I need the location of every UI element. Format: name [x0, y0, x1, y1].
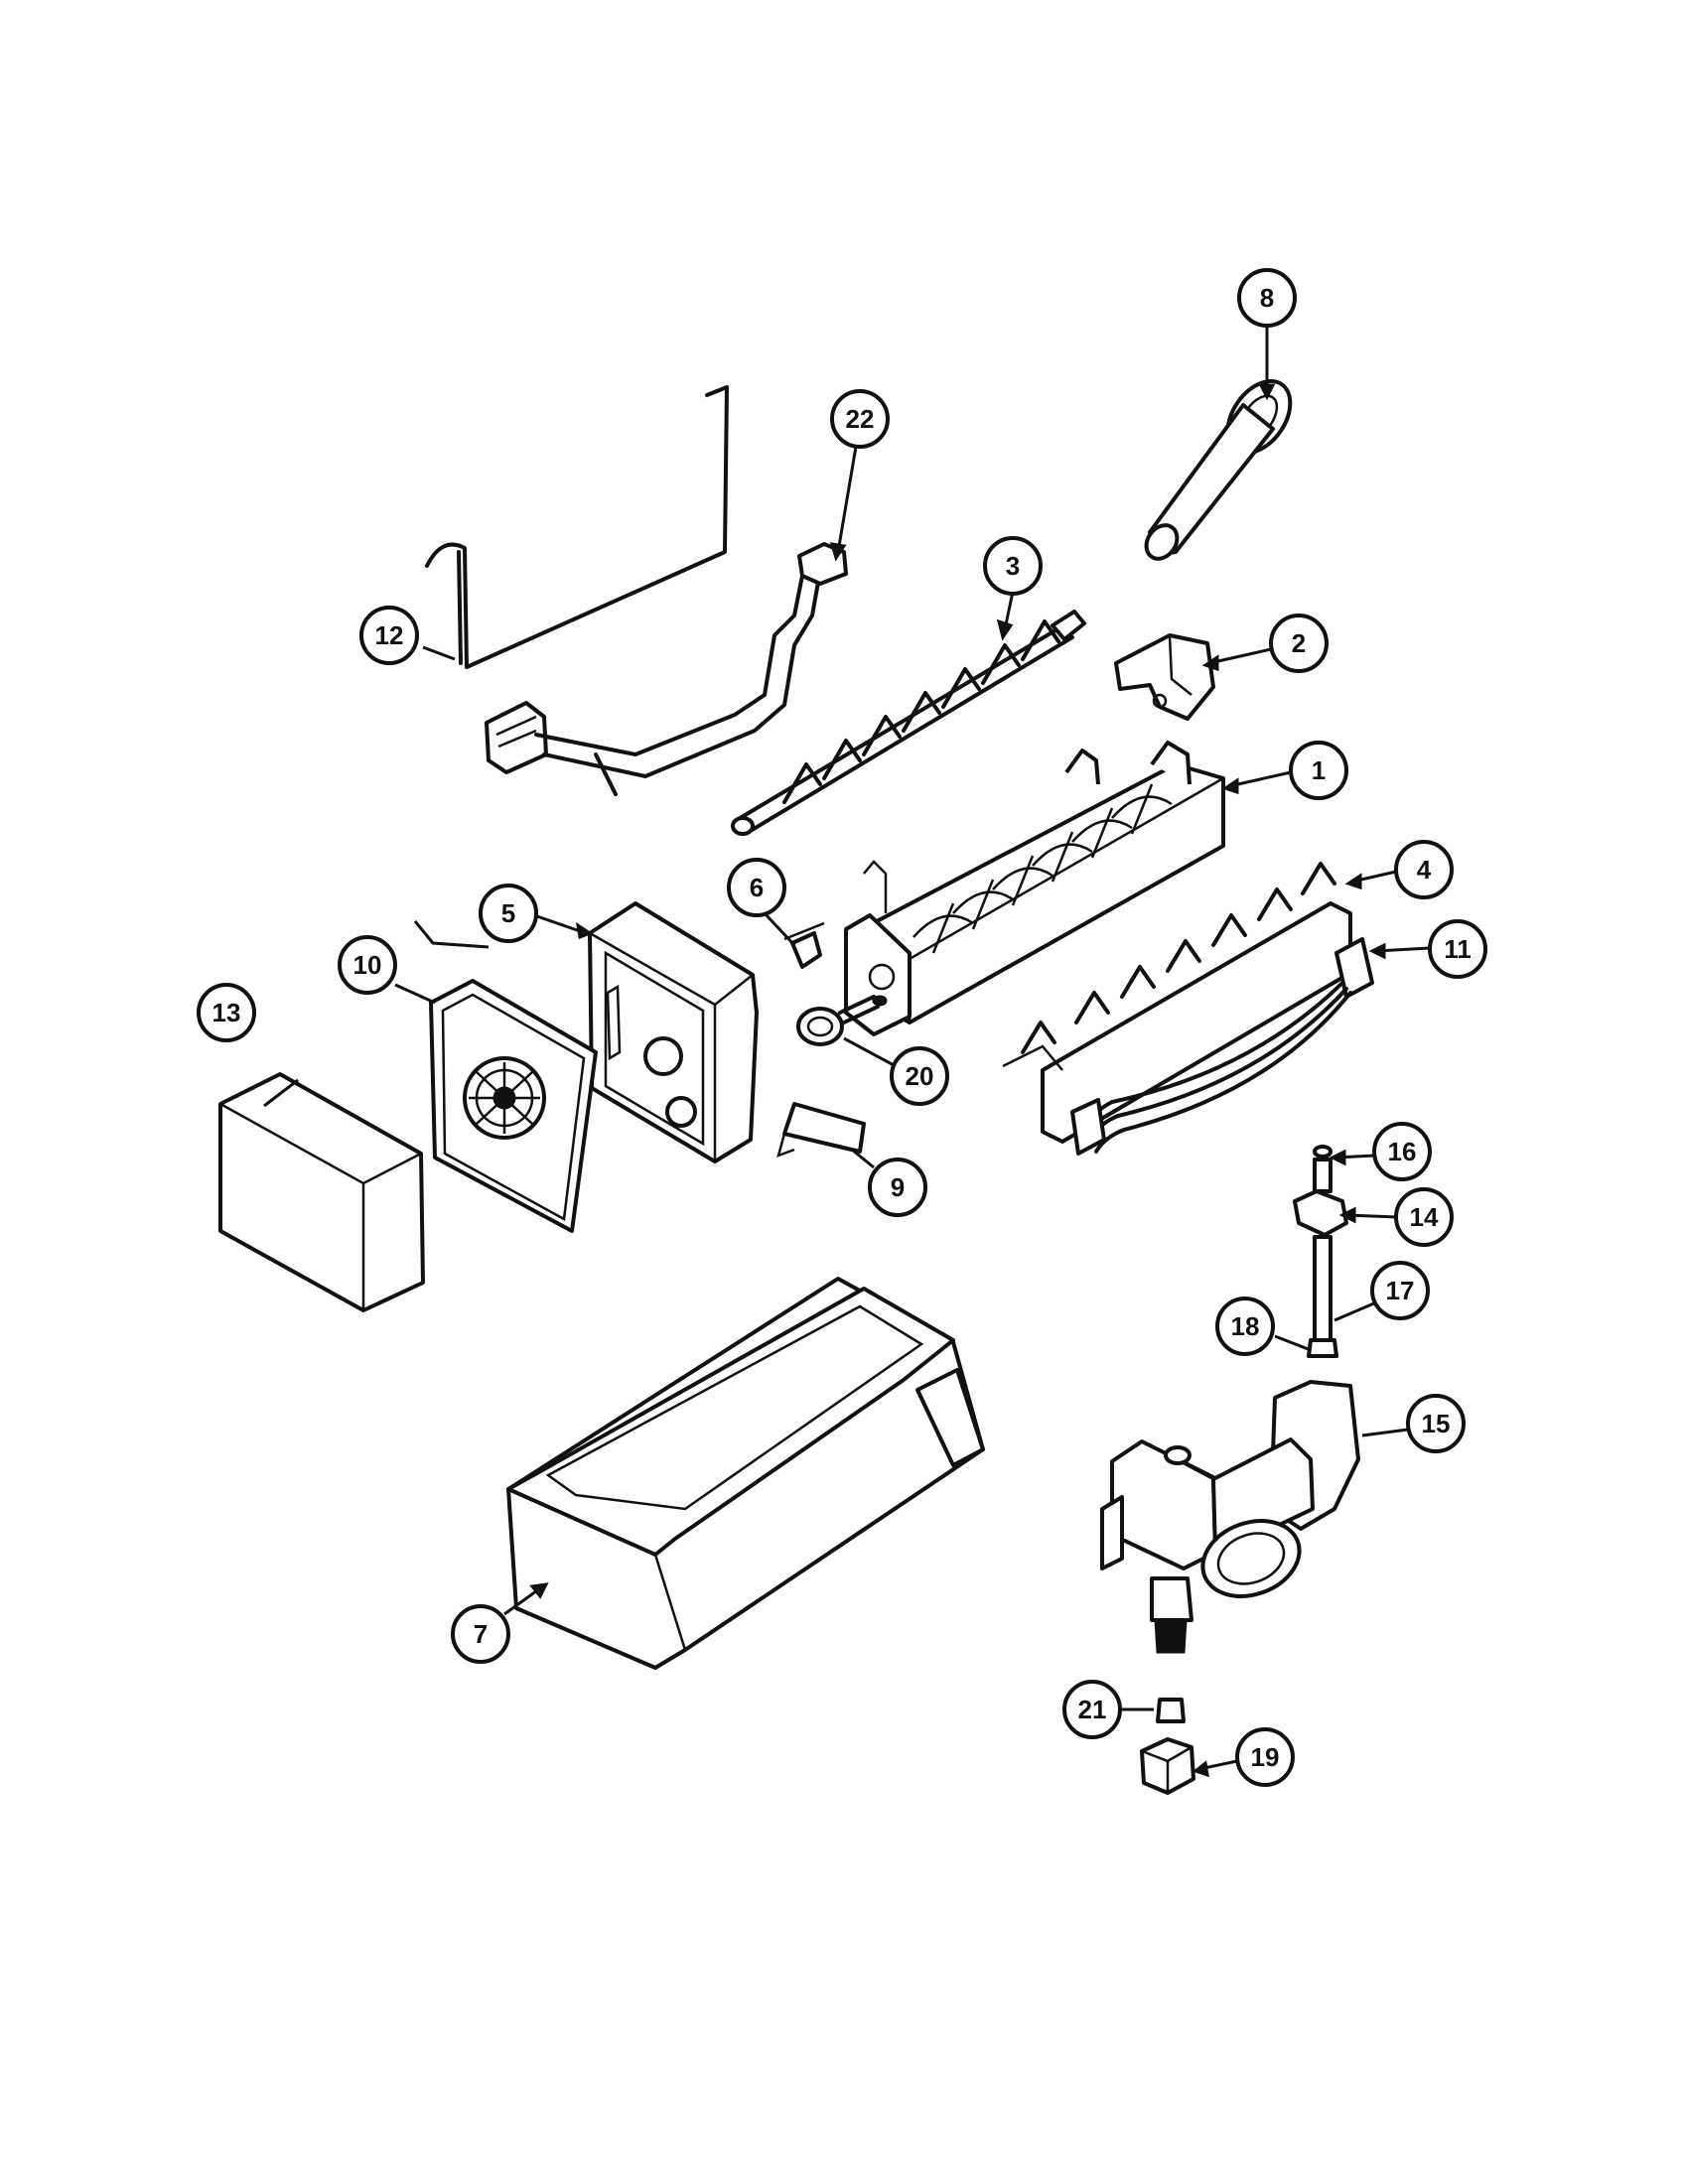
- callout-19: 19: [1235, 1727, 1295, 1787]
- callout-3-label: 3: [1006, 551, 1020, 581]
- part-8-fill-tube: [1144, 378, 1293, 561]
- part-18-nut: [1307, 1338, 1338, 1358]
- callout-17: 17: [1370, 1261, 1430, 1320]
- callout-9-label: 9: [891, 1172, 905, 1202]
- callout-5-label: 5: [501, 898, 515, 928]
- part-14-clamp: [1293, 1189, 1348, 1237]
- callout-18: 18: [1215, 1297, 1275, 1356]
- callout-1: 1: [1289, 741, 1348, 800]
- callout-4-label: 4: [1417, 855, 1432, 885]
- callout-9: 9: [868, 1158, 927, 1217]
- part-22-wire-harness: [485, 542, 848, 796]
- callout-12: 12: [359, 606, 419, 665]
- callout-14-label: 14: [1410, 1202, 1439, 1232]
- callout-10: 10: [338, 935, 397, 995]
- callout-22: 22: [830, 389, 890, 449]
- callout-20-label: 20: [906, 1061, 934, 1091]
- callout-15: 15: [1406, 1394, 1466, 1453]
- callout-2: 2: [1269, 614, 1329, 673]
- callout-21: 21: [1062, 1680, 1122, 1739]
- callout-16: 16: [1372, 1122, 1432, 1181]
- callout-11-label: 11: [1444, 934, 1472, 964]
- callout-7: 7: [451, 1604, 510, 1664]
- part-13-cover-box: [218, 1072, 425, 1312]
- callout-13: 13: [197, 983, 256, 1042]
- part-16-grommet: [1313, 1145, 1333, 1193]
- callout-4: 4: [1394, 840, 1454, 899]
- part-2-cover: [1114, 633, 1215, 721]
- part-17-tube: [1313, 1235, 1333, 1342]
- part-10-mounting-plate: [429, 979, 598, 1233]
- part-15-water-valve: [1100, 1380, 1360, 1654]
- leader-lines: [263, 328, 1431, 1778]
- part-21-insert: [1156, 1698, 1186, 1723]
- part-19-nut: [1140, 1737, 1195, 1795]
- callout-13-label: 13: [212, 998, 241, 1027]
- callout-10-label: 10: [353, 950, 382, 980]
- callout-18-label: 18: [1231, 1311, 1260, 1341]
- callout-1-label: 1: [1312, 755, 1326, 785]
- callout-3: 3: [983, 536, 1043, 596]
- callout-5: 5: [479, 884, 538, 943]
- mold-front-plate: [844, 860, 912, 1036]
- part-9-bracket: [776, 1102, 866, 1159]
- part-20-thermostat: [796, 995, 888, 1046]
- callout-11: 11: [1428, 919, 1487, 979]
- part-7-ice-bin: [506, 1277, 985, 1670]
- callout-7-label: 7: [474, 1619, 488, 1649]
- callout-22-label: 22: [846, 404, 875, 434]
- callout-2-label: 2: [1292, 628, 1306, 658]
- callout-8: 8: [1237, 268, 1297, 328]
- part-12-shutoff-arm: [425, 385, 729, 669]
- callout-14: 14: [1394, 1187, 1454, 1247]
- callout-20: 20: [890, 1046, 949, 1106]
- callout-16-label: 16: [1388, 1137, 1417, 1166]
- callout-17-label: 17: [1386, 1276, 1415, 1305]
- callout-6: 6: [727, 858, 786, 917]
- callout-6-label: 6: [750, 873, 764, 902]
- callout-12-label: 12: [375, 620, 404, 650]
- callout-15-label: 15: [1422, 1409, 1451, 1438]
- callout-19-label: 19: [1251, 1742, 1280, 1772]
- part-3-ejector: [731, 610, 1086, 836]
- part-5-control-housing: [588, 901, 759, 1163]
- part-11-harness: [1070, 937, 1374, 1156]
- part-6-clip: [783, 921, 825, 969]
- callout-21-label: 21: [1078, 1695, 1107, 1724]
- part-1-mold: [856, 741, 1225, 1024]
- callout-8-label: 8: [1260, 283, 1274, 313]
